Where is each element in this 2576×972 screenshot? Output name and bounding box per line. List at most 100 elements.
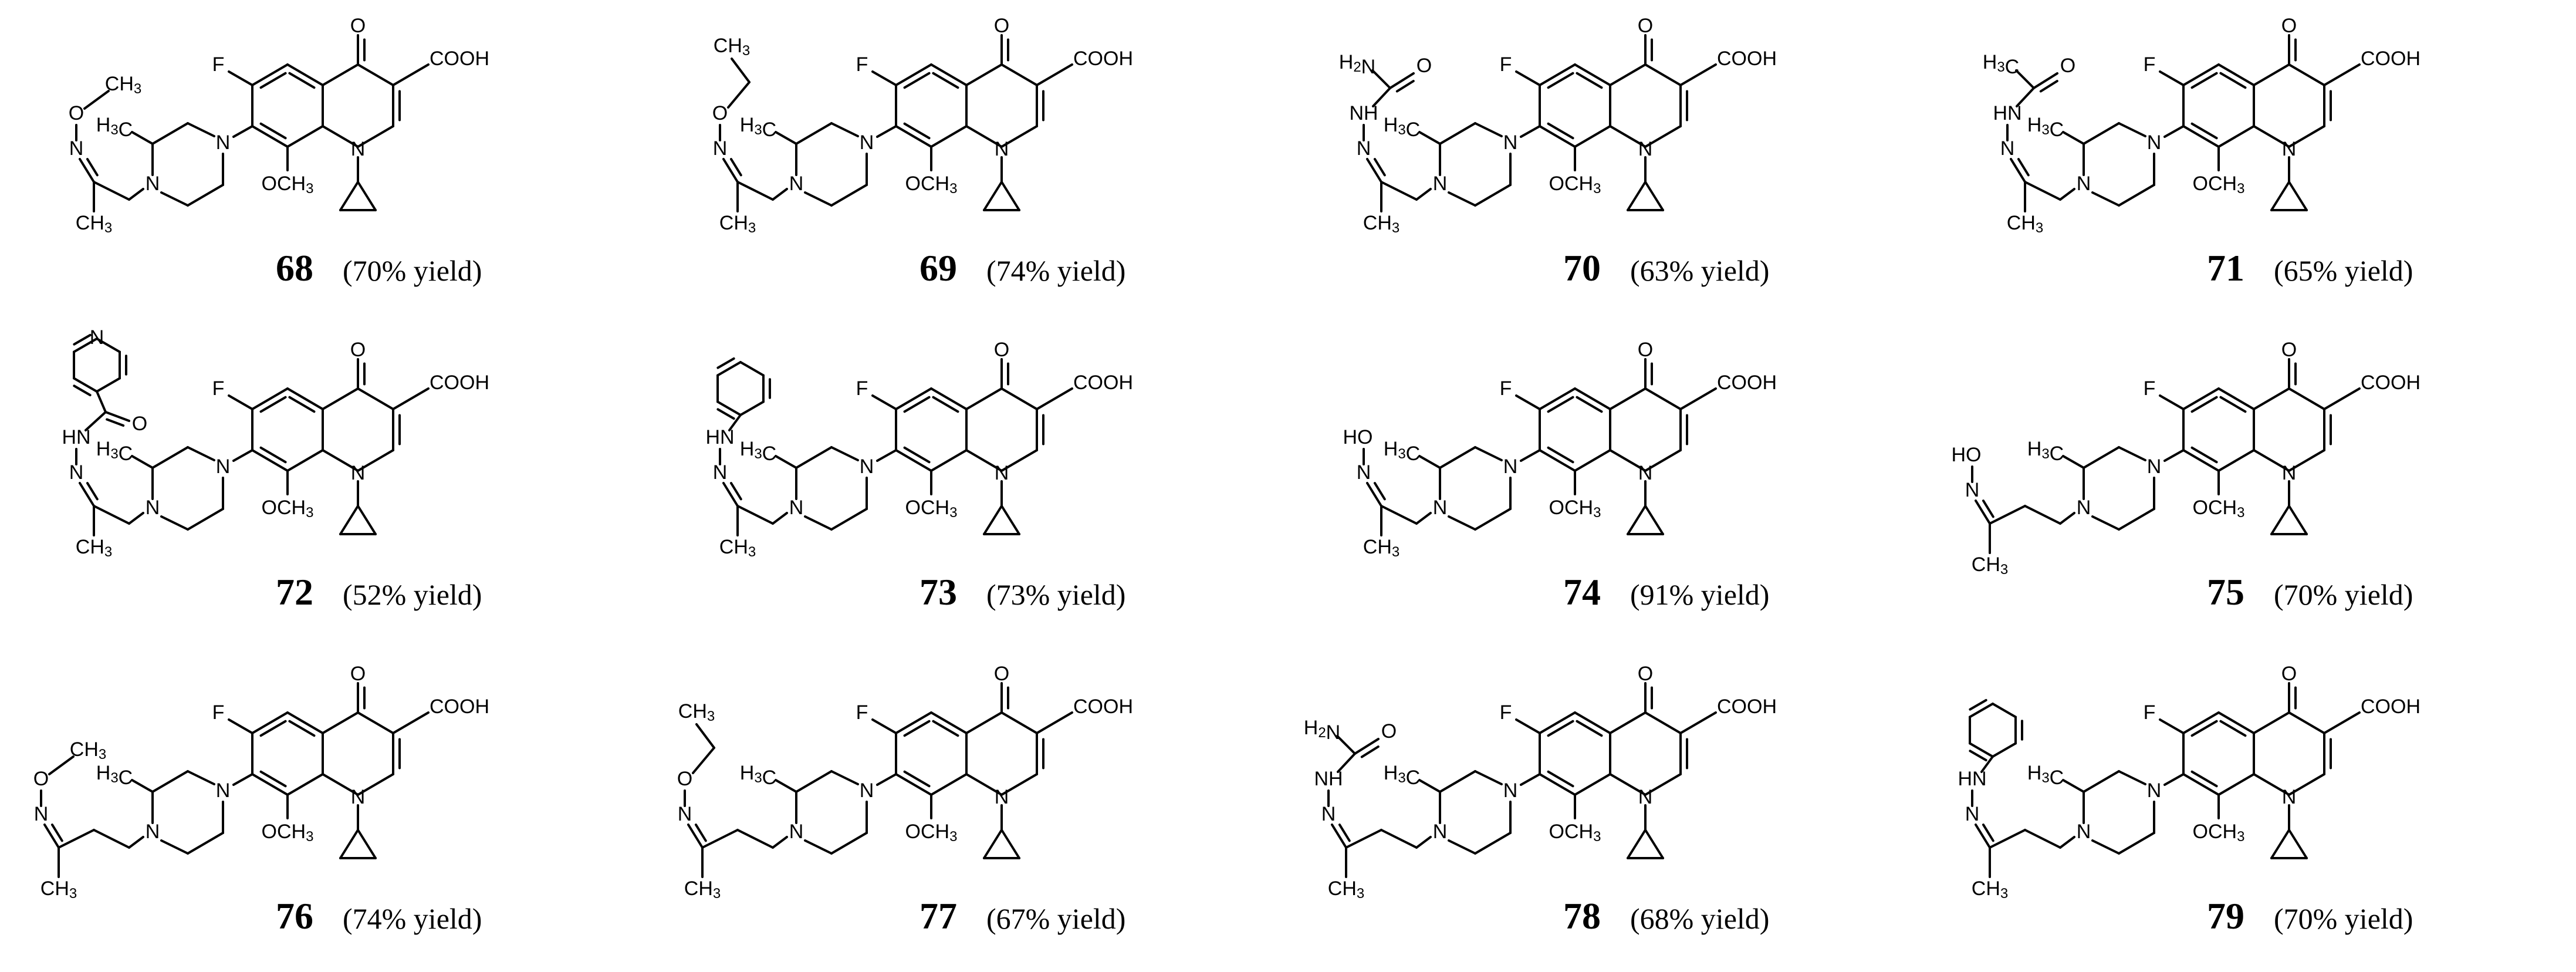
aromatic-bond xyxy=(96,377,121,393)
compound-yield: (73% yield) xyxy=(986,578,1126,611)
cyclopropyl-bond xyxy=(1000,181,1020,211)
methyl-bond xyxy=(131,779,154,793)
aryl-piperazine-bond xyxy=(876,449,897,462)
ring-bond xyxy=(322,63,359,86)
compound-yield: (70% yield) xyxy=(2274,578,2413,611)
piperazine-nitrogen: N xyxy=(2147,455,2162,478)
methyl-bond xyxy=(1418,455,1441,469)
fluoro-bond xyxy=(2159,70,2185,86)
cyclopropyl-bond xyxy=(1627,829,1647,859)
keto-oxygen: O xyxy=(994,339,1009,361)
o-ethyl-bond xyxy=(727,81,751,109)
aryl-piperazine-bond xyxy=(2163,449,2185,462)
amide-oxygen: O xyxy=(1417,55,1432,77)
fluoro-bond xyxy=(871,70,897,86)
keto-oxygen: O xyxy=(994,663,1009,685)
ring-bond xyxy=(965,773,1003,796)
ring-bond xyxy=(259,720,287,737)
piperazine-methyl: H3C xyxy=(1384,114,1420,141)
fluoro-bond xyxy=(228,394,253,410)
compound-number: 69 xyxy=(919,247,957,289)
piperazine-bond xyxy=(1474,832,1512,855)
fluoro-bond xyxy=(871,394,897,410)
ring-bond xyxy=(288,72,316,89)
linker-bond xyxy=(1345,829,1382,849)
ring-bond xyxy=(251,449,289,472)
fluoro-bond xyxy=(2159,718,2185,734)
ring-bond xyxy=(1539,711,1576,734)
fluorine: F xyxy=(212,53,225,76)
ring-bond xyxy=(930,125,968,148)
imine-methyl: CH3 xyxy=(76,212,112,236)
linker-bond xyxy=(128,512,144,525)
piperazine-bond xyxy=(2083,446,2120,469)
pyridine-nitrogen: N xyxy=(90,326,104,349)
methoxy-group: OCH3 xyxy=(905,821,958,845)
ring-bond xyxy=(357,63,394,86)
piperazine-nitrogen: N xyxy=(2077,497,2091,519)
ring-bond xyxy=(1539,125,1576,148)
aromatic-bond xyxy=(1969,703,1994,718)
compound-number: 76 xyxy=(276,895,313,937)
linker-bond xyxy=(772,188,788,201)
methoxy-group: OCH3 xyxy=(2193,497,2245,521)
imine-bond xyxy=(694,824,707,842)
piperazine-bond xyxy=(187,184,224,207)
ring-bond xyxy=(259,446,287,464)
aromatic-bond xyxy=(716,361,742,377)
keto-oxygen: O xyxy=(350,663,366,685)
ring-bond xyxy=(251,711,289,734)
piperazine-bond xyxy=(2118,832,2155,855)
ring-bond xyxy=(322,773,359,796)
ring-bond xyxy=(2253,773,2290,796)
piperazine-nitrogen: N xyxy=(860,455,874,478)
ring-bond xyxy=(2182,711,2220,734)
fluoro-bond xyxy=(1515,70,1541,86)
piperazine-bond xyxy=(1439,446,1476,469)
ring-bond xyxy=(1547,72,1574,89)
piperazine-bond xyxy=(187,446,215,461)
aromatic-bond xyxy=(1969,698,1987,711)
ring-bond xyxy=(2253,387,2290,410)
ring-bond xyxy=(2217,711,2255,734)
ring-bond xyxy=(251,773,289,796)
ring-bond xyxy=(2253,711,2290,734)
piperazine-nitrogen: N xyxy=(1433,497,1448,519)
compound-caption: 74(91% yield) xyxy=(1563,571,1769,617)
piperazine-bond xyxy=(830,508,868,531)
keto-oxygen: O xyxy=(2281,339,2297,361)
ring-bond xyxy=(903,446,931,464)
cyclopropyl-bond xyxy=(357,829,377,859)
piperazine-bond xyxy=(187,508,224,531)
ring-bond xyxy=(1574,387,1611,410)
piperazine-bond xyxy=(1439,770,1476,793)
oxime-hydroxyl: HO xyxy=(1952,444,1982,466)
compound-yield: (70% yield) xyxy=(343,254,482,287)
methoxy-group: OCH3 xyxy=(2193,821,2245,845)
ring-bond xyxy=(895,773,932,796)
ring-bond xyxy=(1000,449,1038,472)
linker-bond xyxy=(1989,505,2026,525)
cyclopropyl-bond xyxy=(2270,181,2290,211)
piperazine-methyl: H3C xyxy=(2027,762,2064,789)
linker-bond xyxy=(2059,512,2075,525)
amide-oxygen: O xyxy=(1381,720,1397,743)
ring-bond xyxy=(1576,396,1603,413)
imine-bond xyxy=(1373,158,1386,177)
ring-bond xyxy=(1609,773,1647,796)
piperazine-nitrogen: N xyxy=(2077,821,2091,843)
ring-bond xyxy=(288,720,316,737)
compound-caption: 69(74% yield) xyxy=(919,247,1125,293)
ring-bond xyxy=(286,711,324,734)
imine-bond xyxy=(2017,158,2030,177)
carboxylic-acid: COOH xyxy=(1717,696,1777,718)
ring-bond xyxy=(2217,63,2255,86)
ring-bond xyxy=(1644,63,1682,86)
ring-bond xyxy=(1609,711,1647,734)
